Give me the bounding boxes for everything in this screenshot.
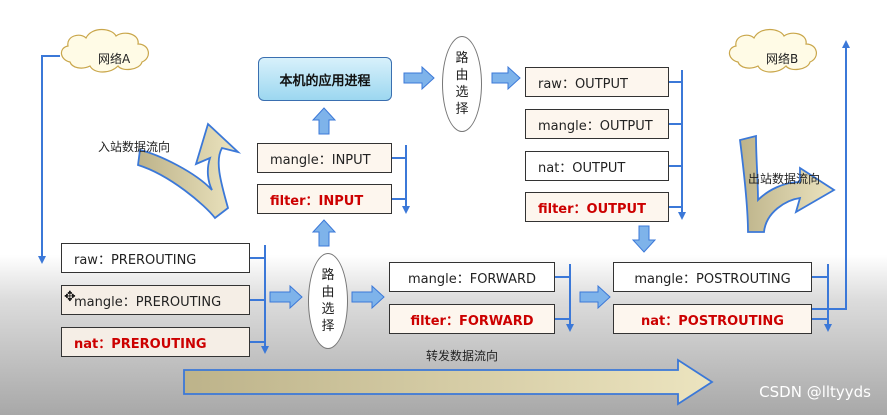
- network-b-label: 网络B: [766, 52, 799, 66]
- nat-postrouting-box: nat：POSTROUTING: [613, 304, 812, 334]
- block-arrow-router-to-forward: [351, 284, 385, 310]
- filter-input-box: filter：INPUT: [257, 184, 392, 214]
- filter-output-box: filter：OUTPUT: [525, 192, 669, 222]
- nat-prerouting-box: nat：PREROUTING: [61, 327, 250, 357]
- raw-prerouting-box: raw：PREROUTING: [61, 243, 250, 273]
- cloud-network-b: [728, 28, 817, 73]
- mouse-cursor-icon: ✥: [64, 289, 76, 305]
- local-process-box: 本机的应用进程: [258, 57, 392, 101]
- mangle-forward-box: mangle：FORWARD: [389, 262, 555, 292]
- network-a-label: 网络A: [98, 52, 131, 66]
- block-arrow-forward-to-postrouting: [579, 284, 611, 310]
- mangle-output-box: mangle：OUTPUT: [525, 109, 669, 139]
- raw-output-box: raw：OUTPUT: [525, 67, 669, 97]
- watermark: CSDN @lltyyds: [759, 383, 871, 401]
- block-arrow-process-to-router: [403, 65, 435, 91]
- block-arrow-input-to-process: [311, 107, 337, 135]
- forward-flow-arrow: [183, 358, 714, 406]
- mangle-input-box: mangle：INPUT: [257, 143, 392, 173]
- outbound-flow-arrow: [739, 134, 836, 233]
- mangle-prerouting-box: mangle：PREROUTING: [61, 285, 250, 315]
- block-arrow-router-to-output: [491, 65, 521, 91]
- filter-forward-box: filter：FORWARD: [389, 304, 555, 334]
- block-arrow-router-to-input: [311, 219, 337, 247]
- cloud-network-a: [60, 28, 149, 73]
- nat-output-box: nat：OUTPUT: [525, 151, 669, 181]
- routing-decision-top: 路 由 选 择: [442, 36, 482, 132]
- routing-decision-bottom: 路 由 选 择: [308, 253, 348, 349]
- inbound-flow-arrow: [137, 122, 242, 220]
- mangle-postrouting-box: mangle：POSTROUTING: [613, 262, 812, 292]
- block-arrow-prerouting-to-router: [269, 284, 303, 310]
- outbound-flow-label: 出站数据流向: [748, 172, 821, 186]
- inbound-flow-label: 入站数据流向: [98, 140, 171, 154]
- block-arrow-output-to-postrouting: [631, 225, 657, 253]
- forward-flow-label: 转发数据流向: [426, 349, 499, 363]
